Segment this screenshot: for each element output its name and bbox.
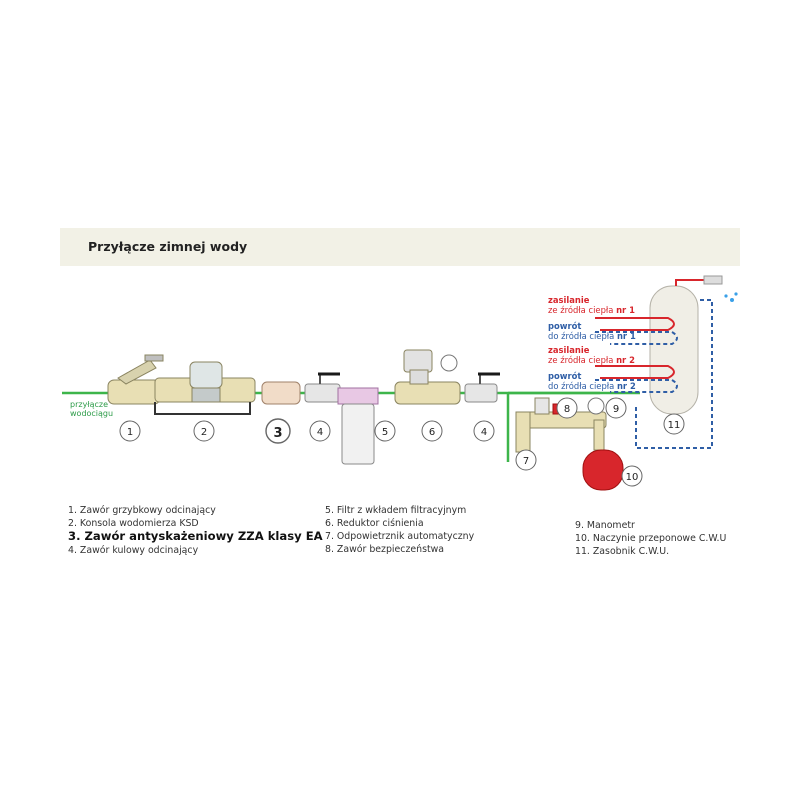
legend-item-9: 9. Manometr <box>575 520 635 531</box>
badge-9: 9 <box>613 404 619 415</box>
expansion-vessel-10 <box>582 449 624 491</box>
badge-10: 10 <box>626 472 639 483</box>
title-bar: Przyłącze zimnej wody <box>60 228 740 266</box>
badge-4a: 4 <box>317 427 323 438</box>
hot-water-tank-11 <box>595 275 738 449</box>
legend-item-7: 7. Odpowietrznik automatyczny <box>325 531 475 542</box>
legend-item-8: 8. Zawór bezpieczeństwa <box>325 544 445 555</box>
legend-item-3: 3. Zawór antyskażeniowy ZZA klasy EA <box>68 529 323 543</box>
diagram-title: Przyłącze zimnej wody <box>88 239 248 254</box>
heat-return-1: powrót do źródła ciepła nr 1 <box>548 321 636 341</box>
badge-11: 11 <box>668 420 681 431</box>
badge-3: 3 <box>273 426 282 441</box>
badge-5: 5 <box>382 427 388 438</box>
badge-1: 1 <box>127 427 133 438</box>
badges <box>119 397 685 487</box>
heat-return-2: powrót do źródła ciepła nr 2 <box>548 371 636 391</box>
ball-valve-4a <box>304 372 341 403</box>
legend-item-11: 11. Zasobnik C.W.U. <box>575 546 670 557</box>
legend-item-1: 1. Zawór grzybkowy odcinający <box>68 505 216 516</box>
badge-6: 6 <box>429 427 435 438</box>
heat-supply-1: zasilanie ze źródła ciepła nr 1 <box>548 295 635 315</box>
badge-labels: 1 2 3 4 5 6 4 7 8 9 10 11 <box>127 404 681 483</box>
badge-8: 8 <box>564 404 570 415</box>
badge-7: 7 <box>523 456 529 467</box>
legend-item-5: 5. Filtr z wkładem filtracyjnym <box>325 505 467 516</box>
inlet-line-1: przyłącze <box>70 400 108 409</box>
badge-4b: 4 <box>481 427 487 438</box>
legend-item-6: 6. Reduktor ciśnienia <box>325 518 424 529</box>
badge-2: 2 <box>201 427 207 438</box>
legend-item-2: 2. Konsola wodomierza KSD <box>68 518 199 529</box>
antipollution-valve-3 <box>261 381 301 405</box>
inlet-line-2: wodociągu <box>70 409 114 418</box>
meter-console-2 <box>154 361 256 415</box>
ball-valve-4b <box>464 372 500 403</box>
legend-item-4: 4. Zawór kulowy odcinający <box>68 545 199 556</box>
globe-valve-1 <box>107 354 164 405</box>
pressure-reducer-6 <box>394 349 461 405</box>
heat-supply-2: zasilanie ze źródła ciepła nr 2 <box>548 345 635 365</box>
inlet-label: przyłącze wodociągu <box>70 400 113 418</box>
filter-5 <box>337 387 379 465</box>
legend-item-10: 10. Naczynie przeponowe C.W.U <box>575 533 727 544</box>
